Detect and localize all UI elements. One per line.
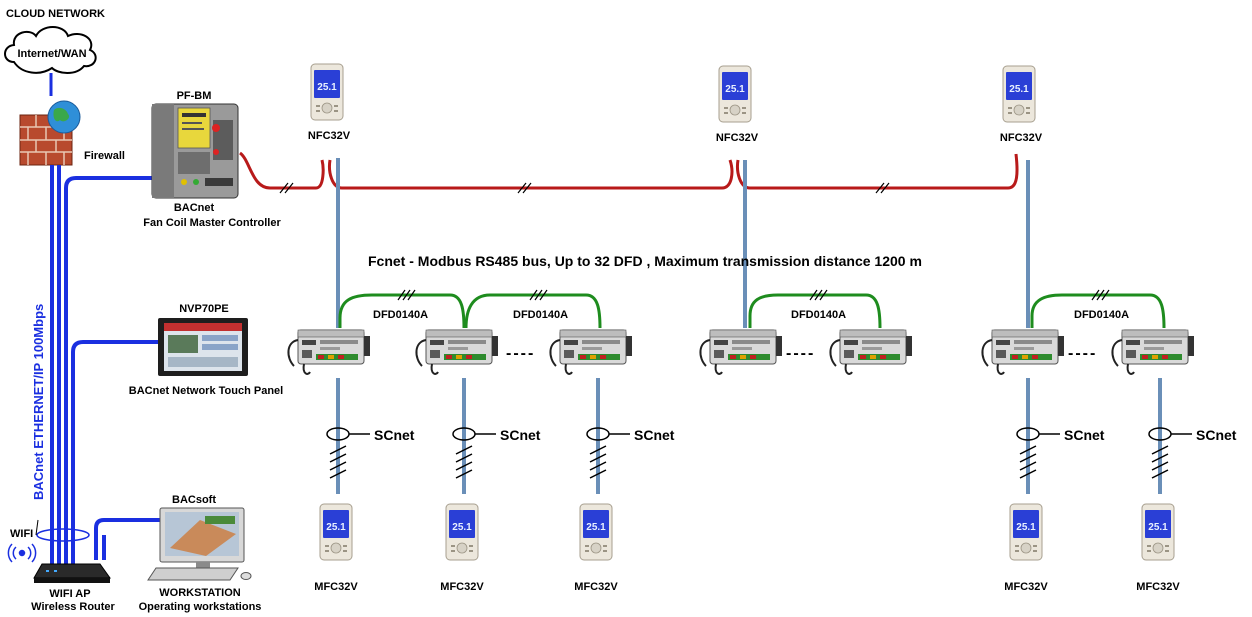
scnet-drop-lines: [336, 378, 1162, 494]
scnet-label-3: SCnet: [634, 427, 675, 443]
modbus-break-marks: [279, 182, 890, 194]
pfbm-title: PF-BM: [177, 90, 212, 102]
firewall-icon: [19, 100, 81, 166]
workstation-line2: Operating workstations: [139, 601, 262, 613]
bacsoft-label: BACsoft: [172, 494, 216, 506]
mfc-thermostat-5: [1141, 503, 1175, 561]
workstation-line1: WORKSTATION: [159, 587, 241, 599]
fcnet-bus-line: [338, 293, 1166, 329]
scnet-ring-4: [1016, 427, 1061, 479]
mfc-label-4: MFC32V: [1004, 581, 1048, 593]
scnet-label-1: SCnet: [374, 427, 415, 443]
dfd-module-3: [549, 329, 633, 375]
dfd-module-7: [1111, 329, 1195, 375]
dfd-module-4: [699, 329, 783, 375]
internet-cloud-icon: [4, 26, 97, 74]
wireless-router-icon: [33, 563, 111, 583]
wifi-bundle-ring: [36, 528, 90, 542]
dfd-label-2: DFD0140A: [513, 309, 568, 321]
ethernet-backbone: [50, 165, 160, 570]
dfd-ellipsis-3: ----: [1068, 345, 1097, 362]
nfc-thermostat-1: [310, 63, 344, 121]
wifi-signal-icon: [7, 543, 37, 563]
scnet-label-2: SCnet: [500, 427, 541, 443]
nvp70pe-caption: BACnet Network Touch Panel: [129, 385, 283, 397]
dfd-module-2: [415, 329, 499, 375]
cloud-network-title: CLOUD NETWORK: [6, 8, 105, 20]
pfbm-controller-icon: [151, 103, 239, 199]
nfc-label-2: NFC32V: [716, 132, 759, 144]
mfc-label-5: MFC32V: [1136, 581, 1180, 593]
dfd-module-5: [829, 329, 913, 375]
dfd-ellipsis-1: ----: [506, 345, 535, 362]
internet-wan-label: Internet/WAN: [17, 48, 86, 60]
mfc-thermostat-4: [1009, 503, 1043, 561]
dfd-module-1: [287, 329, 371, 375]
nfc-thermostat-3: [1002, 65, 1036, 123]
fcnet-break-marks: [397, 289, 1110, 301]
fcnet-label: Fcnet - Modbus RS485 bus, Up to 32 DFD ,…: [368, 253, 922, 269]
mfc-thermostat-1: [319, 503, 353, 561]
scnet-ring-3: [586, 427, 631, 479]
mfc-thermostat-3: [579, 503, 613, 561]
scnet-label-4: SCnet: [1064, 427, 1105, 443]
mfc-label-3: MFC32V: [574, 581, 618, 593]
pfbm-line2: Fan Coil Master Controller: [143, 217, 281, 229]
wifi-label: WIFI: [10, 528, 33, 540]
nfc-label-3: NFC32V: [1000, 132, 1043, 144]
dfd-label-4: DFD0140A: [1074, 309, 1129, 321]
workstation-icon: [147, 507, 252, 581]
mfc-label-2: MFC32V: [440, 581, 484, 593]
mfc-label-1: MFC32V: [314, 581, 358, 593]
touch-panel-icon: [158, 318, 248, 376]
scnet-ring-1: [326, 427, 371, 479]
scnet-label-5: SCnet: [1196, 427, 1237, 443]
firewall-label: Firewall: [84, 150, 125, 162]
modbus-bus-line: [238, 151, 1019, 190]
router-line2: Wireless Router: [31, 601, 115, 613]
scnet-ring-5: [1148, 427, 1193, 479]
nfc-drop-lines: [336, 158, 1030, 328]
nfc-label-1: NFC32V: [308, 130, 351, 142]
dfd-module-6: [981, 329, 1065, 375]
pfbm-line1: BACnet: [174, 202, 215, 214]
dfd-label-3: DFD0140A: [791, 309, 846, 321]
dfd-label-1: DFD0140A: [373, 309, 428, 321]
router-line1: WIFI AP: [49, 588, 90, 600]
ethernet-label: BACnet ETHERNET/IP 100Mbps: [31, 304, 46, 500]
scnet-ring-2: [452, 427, 497, 479]
dfd-ellipsis-2: ----: [786, 345, 815, 362]
mfc-thermostat-2: [445, 503, 479, 561]
nvp70pe-title: NVP70PE: [179, 303, 229, 315]
nfc-thermostat-2: [718, 65, 752, 123]
